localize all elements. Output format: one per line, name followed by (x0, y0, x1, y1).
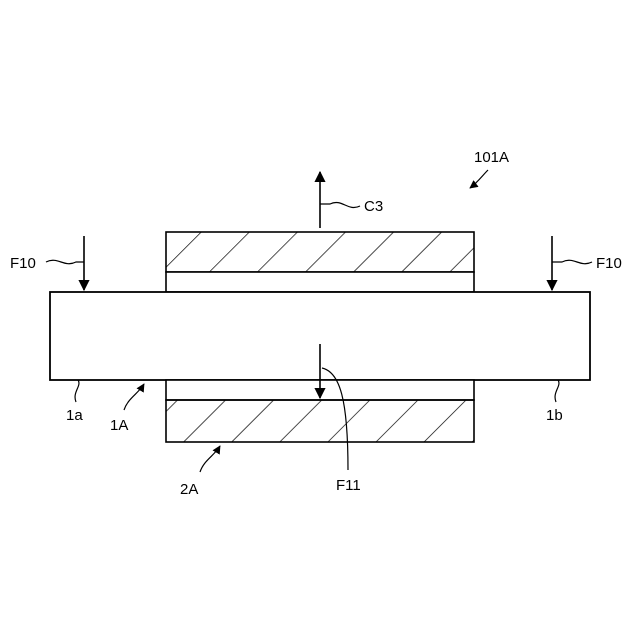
lower-hatched-block (166, 400, 474, 442)
label-c3: C3 (364, 198, 383, 215)
label-1b-end: 1b (546, 407, 563, 424)
label-f10-right: F10 (596, 255, 622, 272)
leader-f10-right (552, 260, 592, 263)
upper-hatched-block (166, 232, 474, 272)
upper-thin-layer (166, 272, 474, 292)
label-f10-left: F10 (10, 255, 36, 272)
leader-1a-plate (124, 384, 144, 410)
leader-101a (470, 170, 488, 188)
leader-f10-left (46, 260, 84, 263)
figure-label: 101A (474, 149, 509, 166)
upper-member (166, 232, 474, 292)
label-2a-member: 2A (180, 481, 198, 498)
leader-c3 (320, 202, 360, 207)
label-1a-end: 1a (66, 407, 83, 424)
leader-1a (75, 380, 79, 402)
label-1a-plate: 1A (110, 417, 128, 434)
label-f11: F11 (336, 477, 361, 494)
leader-2a (200, 446, 220, 472)
leader-1b (555, 380, 559, 402)
